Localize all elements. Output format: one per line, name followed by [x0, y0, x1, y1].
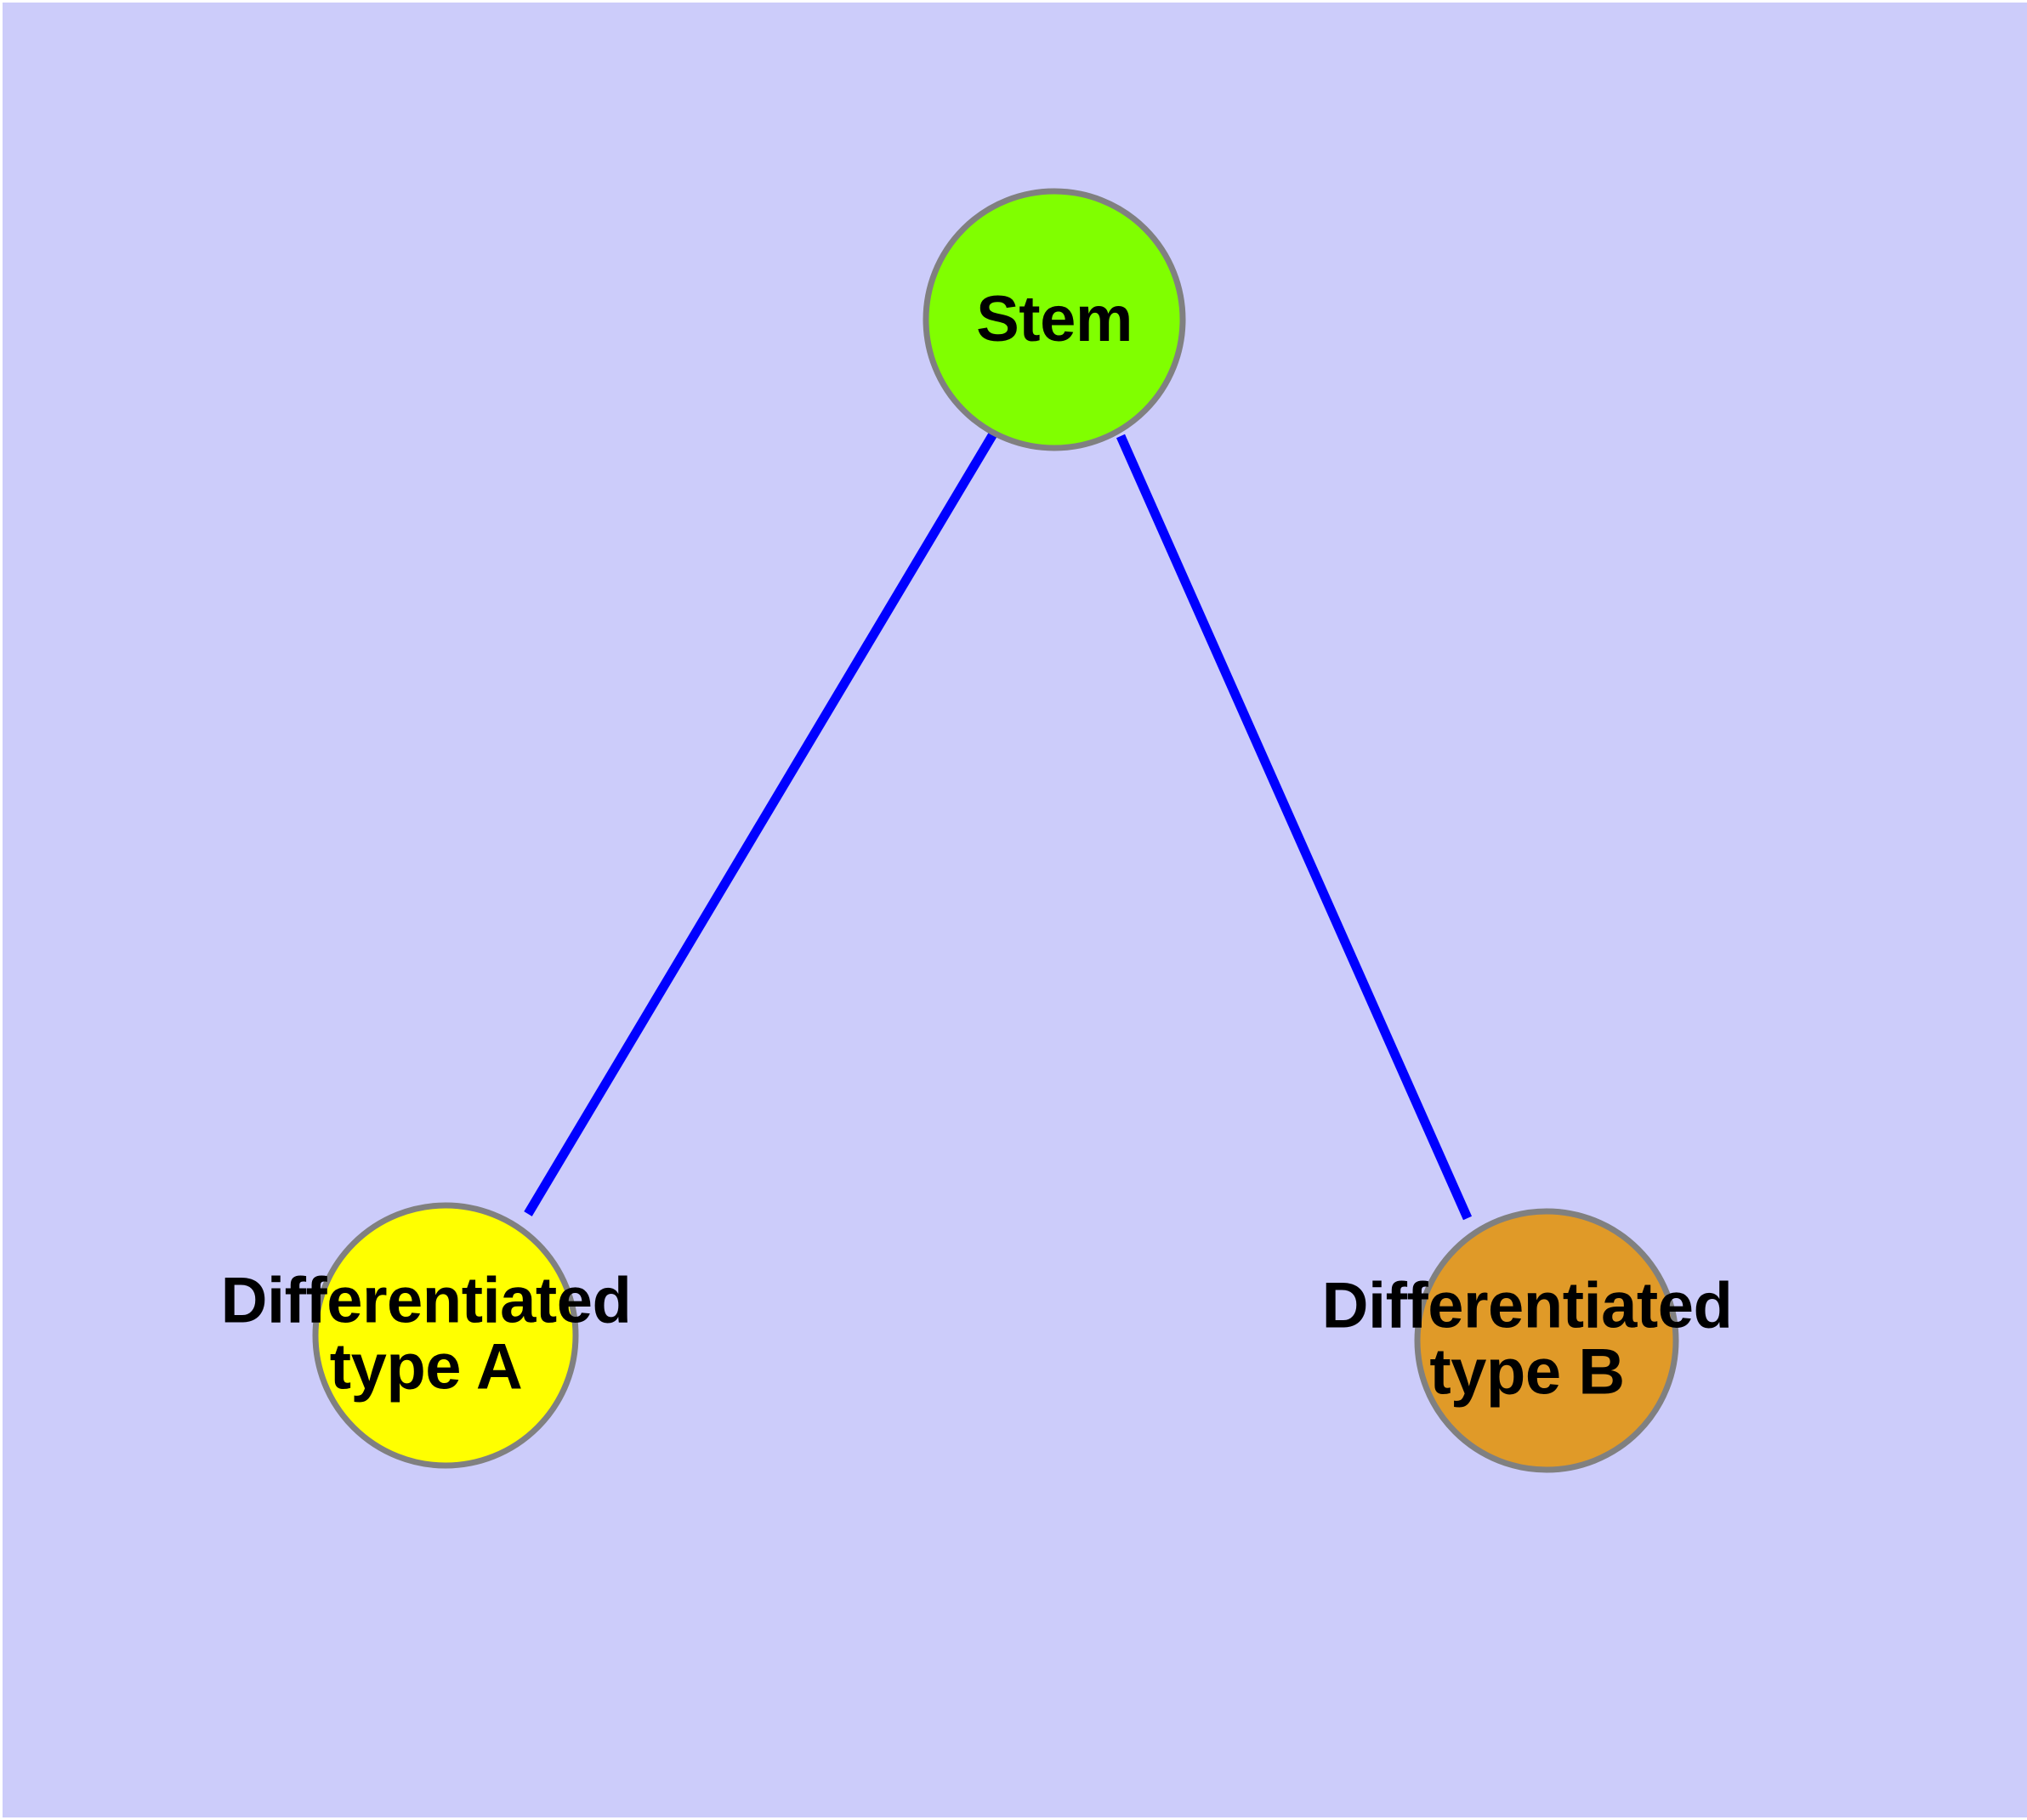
edge-stem-to-differentiated-type-a: [524, 430, 998, 1216]
node-stem[interactable]: [923, 188, 1186, 451]
diagram-svg: [312, 188, 1679, 1473]
edge-stem-to-differentiated-type-b: [1116, 434, 1473, 1221]
node-differentiated-type-a[interactable]: [312, 1202, 579, 1469]
edge-layer: [524, 430, 1473, 1221]
node-layer: [312, 188, 1679, 1473]
node-differentiated-type-b[interactable]: [1414, 1208, 1679, 1473]
